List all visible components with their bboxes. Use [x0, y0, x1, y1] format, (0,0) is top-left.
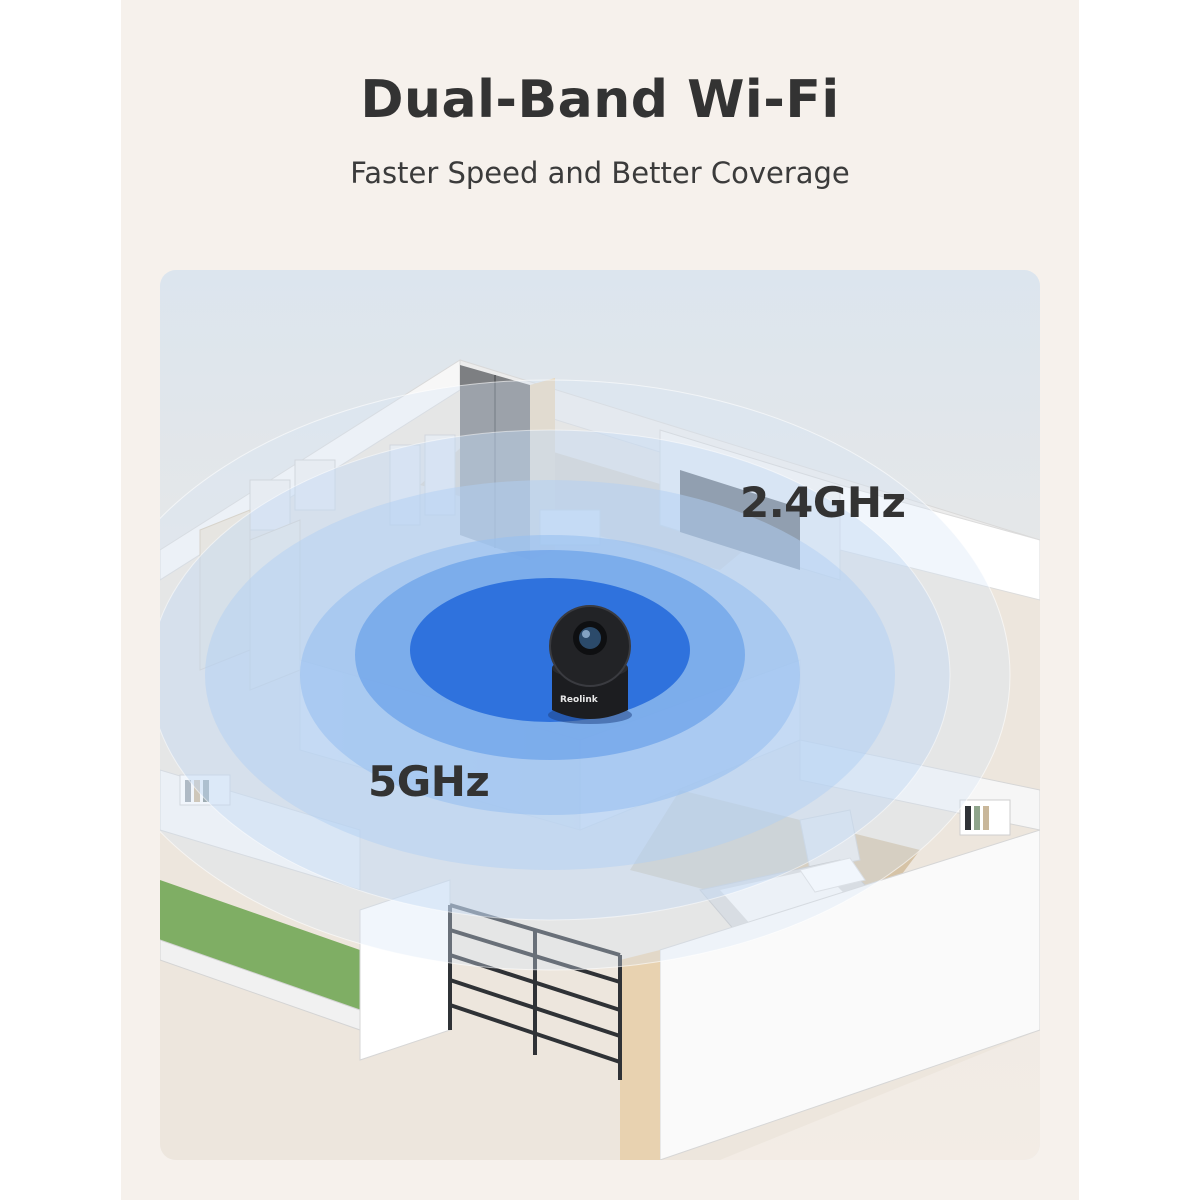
- bookshelf-right: [959, 799, 1011, 836]
- front-walls: [359, 829, 1040, 1160]
- security-camera: Reolink: [548, 605, 632, 724]
- floorplan-card: Reolink 2.4GHz 5GHz: [160, 270, 1040, 1160]
- armchair: [799, 809, 861, 871]
- band-label-5ghz: 5GHz: [368, 757, 490, 806]
- camera-brand-label: Reolink: [560, 695, 599, 705]
- gate: [448, 903, 622, 1080]
- floorplan-illustration: Reolink: [160, 270, 1040, 1160]
- page-subtitle: Faster Speed and Better Coverage: [350, 156, 850, 190]
- page-title: Dual-Band Wi-Fi: [360, 70, 840, 130]
- band-label-2-4ghz: 2.4GHz: [740, 478, 906, 527]
